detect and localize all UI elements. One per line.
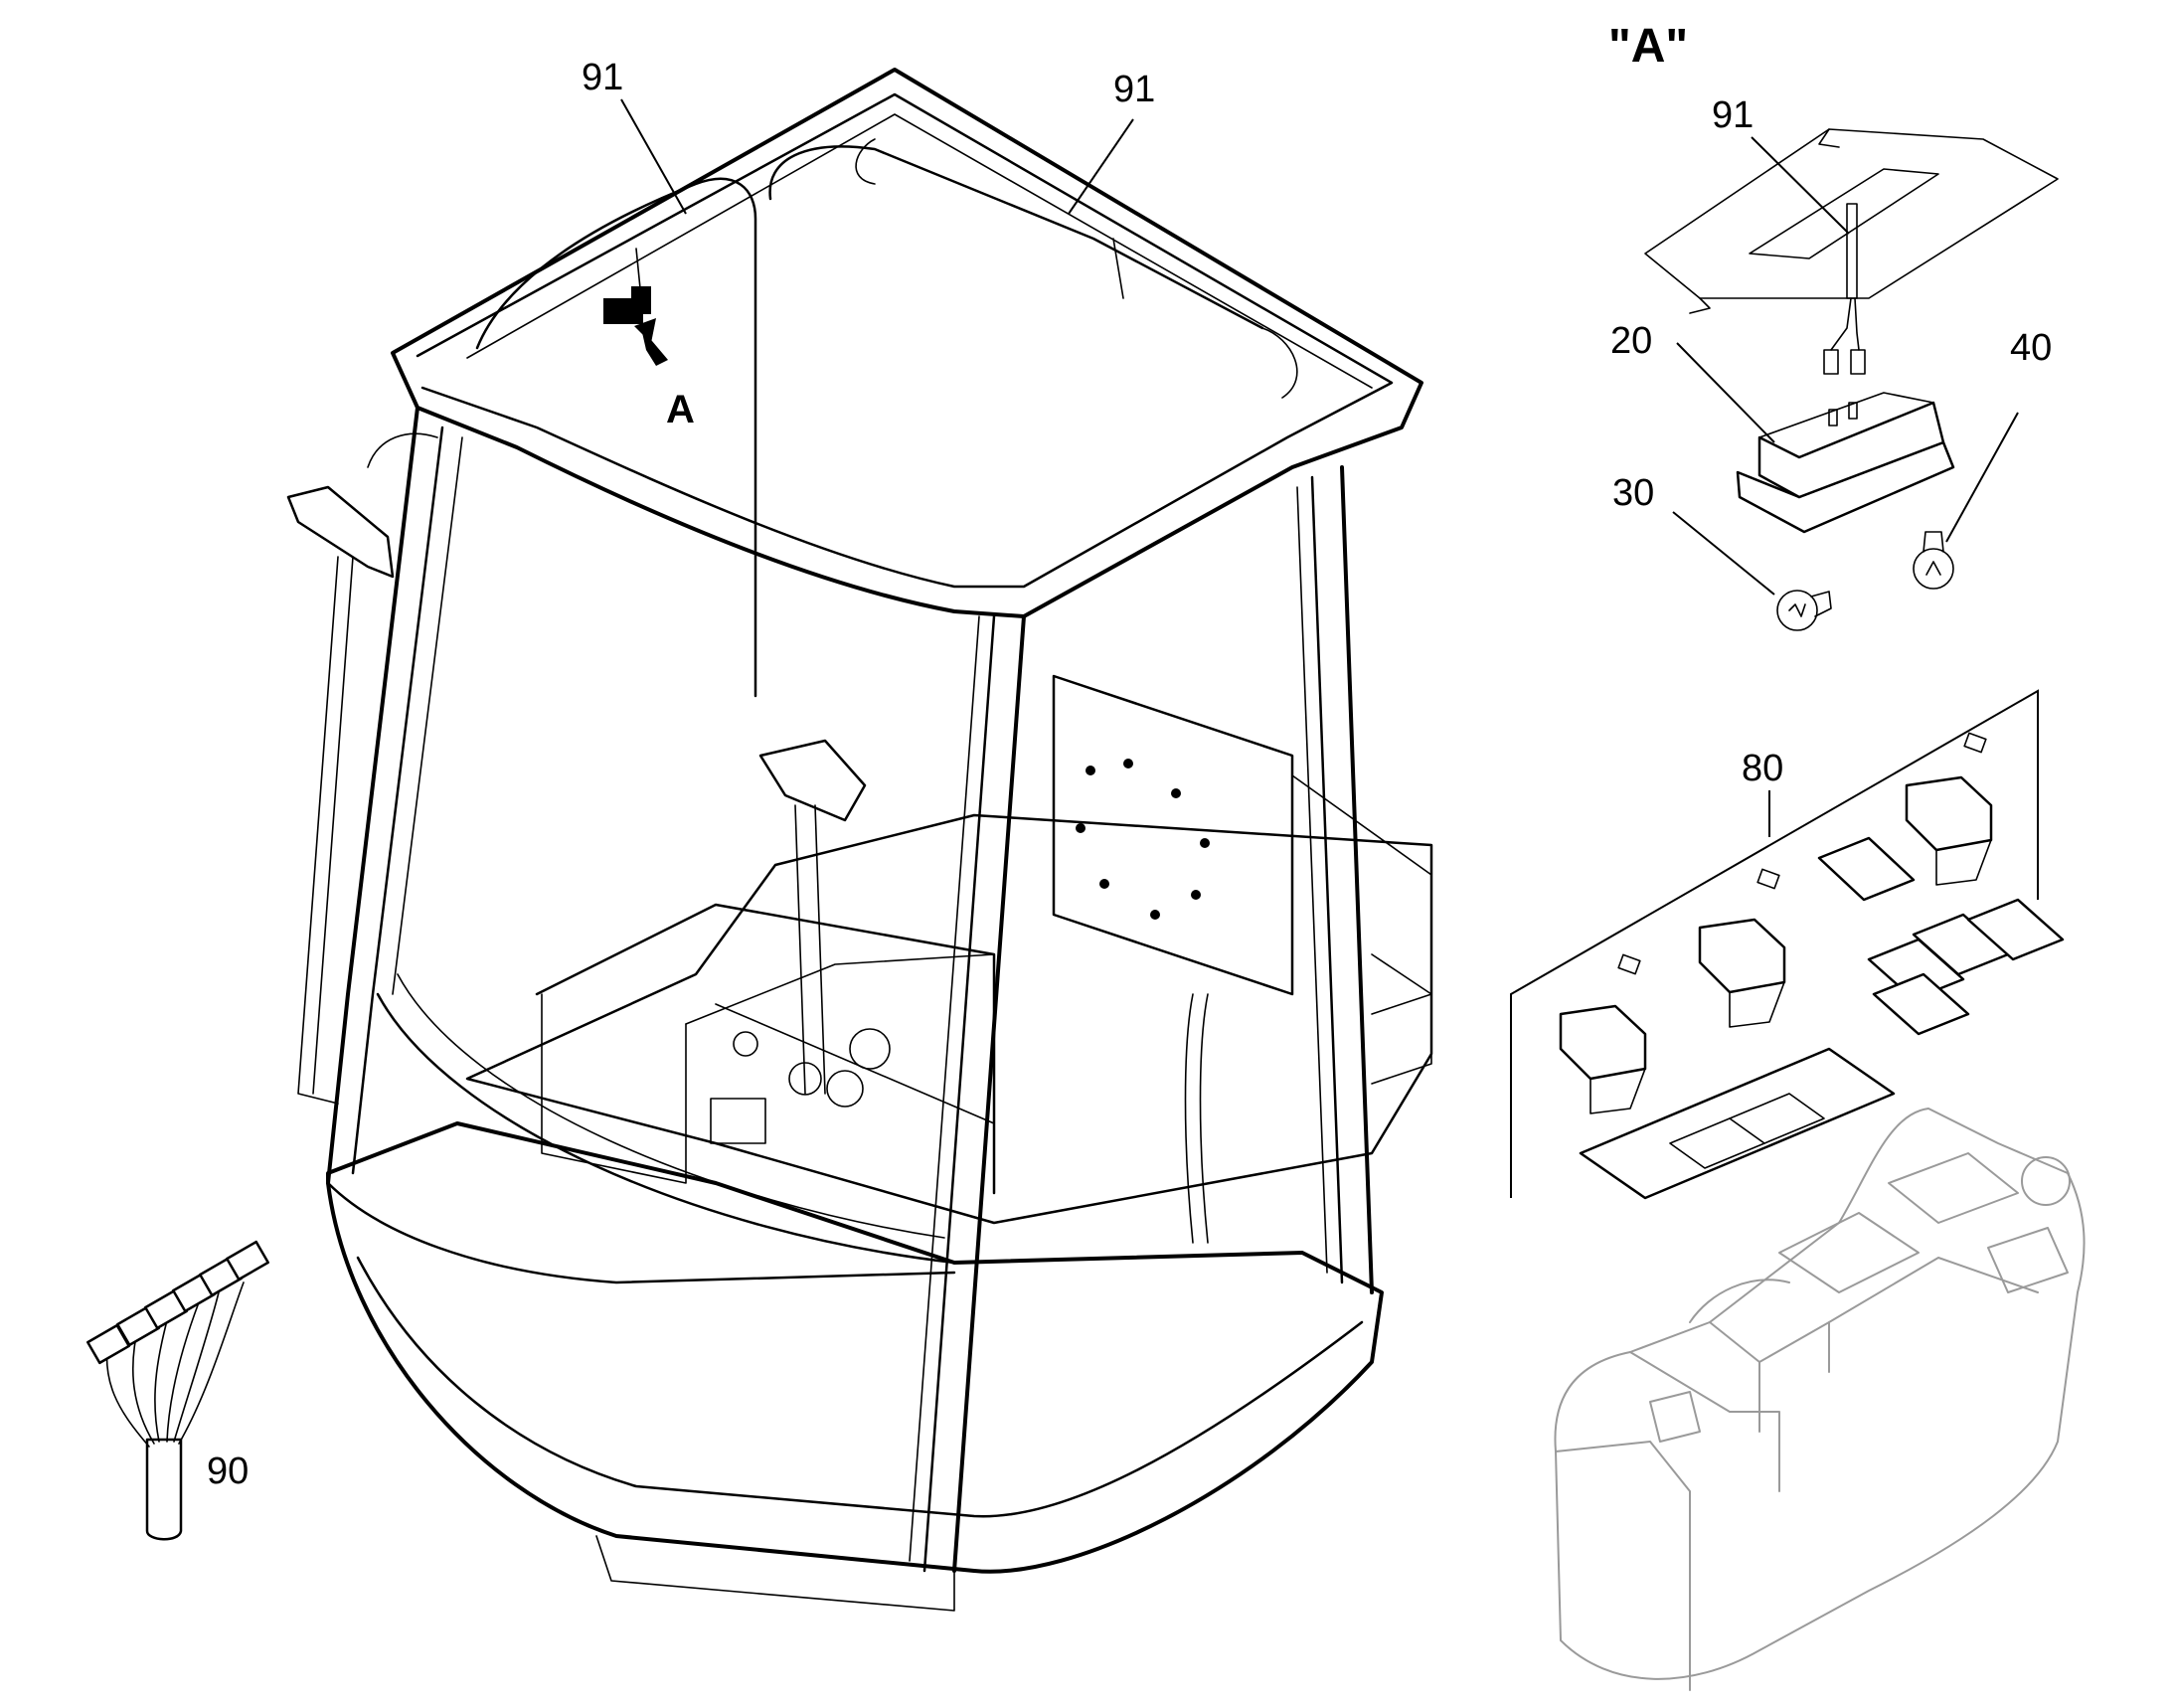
rocker-switch-3 [1905, 732, 1993, 886]
callout-bulb-a: 30 [1612, 472, 1654, 514]
interior-mirror [758, 739, 867, 822]
bulb-30 [1776, 590, 1832, 631]
callout-switch-set: 80 [1742, 748, 1783, 789]
callout-harness-right: 91 [1113, 69, 1155, 110]
cab-roof-frame [391, 68, 1423, 618]
callout-connector-loom: 90 [207, 1451, 249, 1492]
cab-pillar-rear-right [1340, 465, 1374, 1294]
detail-a: "A" 91 20 30 [1608, 20, 2059, 631]
cab-lower-body [326, 1121, 1384, 1574]
connector-loom: 90 [86, 1240, 269, 1541]
detail-a-title: "A" [1608, 20, 1688, 73]
rocker-switch-1 [1559, 953, 1647, 1114]
switch-bezel [1817, 836, 1916, 902]
cab-rear-panel [1052, 674, 1294, 996]
rocker-switch-2 [1698, 868, 1786, 1028]
view-marker-a: A [666, 388, 695, 431]
roof-harness [475, 177, 757, 698]
left-mirror [286, 485, 395, 579]
roof-panel-section [1644, 128, 2059, 299]
switch-set: 80 [1510, 689, 2065, 1200]
callout-harness-left: 91 [582, 57, 623, 98]
bulb-40 [1913, 531, 1954, 590]
callout-detail-harness: 91 [1712, 94, 1754, 136]
cab-assembly [286, 68, 1433, 1612]
connector-plugs [86, 1240, 269, 1365]
cab-pillar-front-right [952, 614, 1026, 1573]
callout-lamp-housing: 20 [1610, 320, 1652, 362]
callout-bulb-b: 40 [2010, 327, 2052, 369]
ghosted-console [1554, 1108, 2086, 1691]
cab-pillar-front-left [326, 406, 419, 1185]
